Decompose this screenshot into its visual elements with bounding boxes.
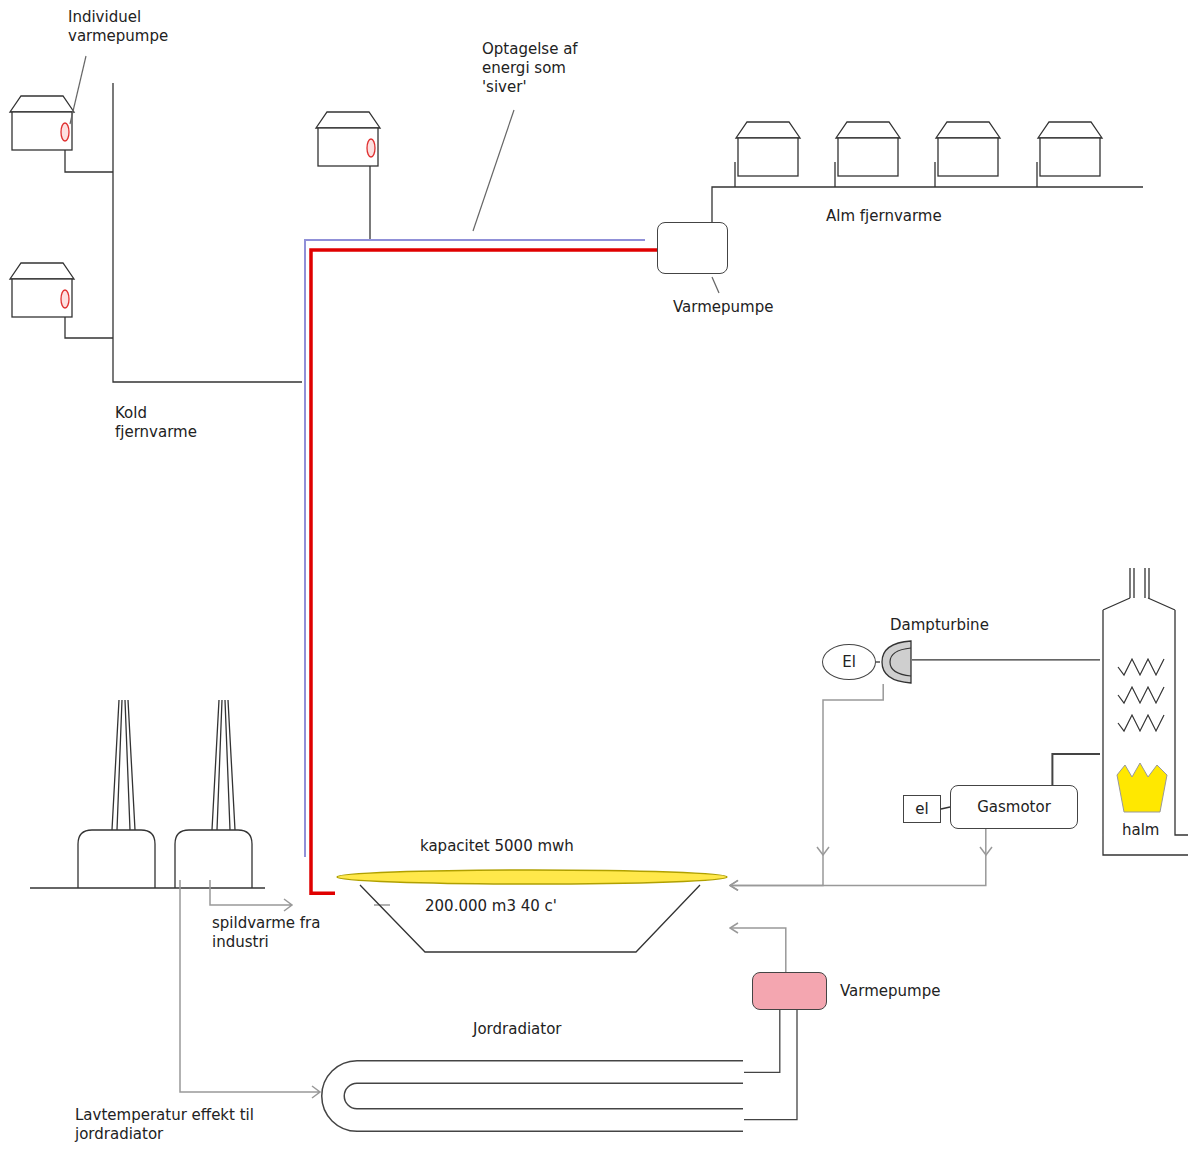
house-group: [10, 96, 1102, 317]
house-body: [12, 112, 72, 150]
node-text: el: [915, 800, 928, 818]
generator-box-shape: el: [903, 795, 941, 823]
house-roof: [836, 122, 900, 138]
individual-heat-pump: [367, 139, 375, 157]
heat-pump-box-shape: [657, 222, 728, 274]
annotation-label: Individuel varmepumpe: [68, 8, 178, 46]
leader-lines: [70, 56, 719, 293]
node-text: halm: [1122, 821, 1172, 839]
house-roof: [1038, 122, 1102, 138]
straw-boiler-shape: [1100, 595, 1188, 860]
node-text: kapacitet 5000 mwh: [420, 837, 640, 855]
ground-radiator: Jordradiator: [333, 1020, 803, 1145]
gas-engine-box: Gasmotor: [950, 785, 1078, 829]
generator-circle: El: [822, 644, 878, 682]
waste-heat-line: [374, 904, 390, 906]
storage-pit: kapacitet 5000 mwh 200.000 m3 40 c': [335, 835, 735, 957]
industry: [30, 700, 265, 888]
seepage-pipe: [305, 240, 645, 857]
exhaust-line: [1052, 754, 1100, 785]
node-text: Jordradiator: [473, 1020, 603, 1038]
factory-building: [175, 830, 252, 888]
pipe-network: [65, 83, 1143, 382]
house-roof: [736, 122, 800, 138]
house-pipe: [65, 317, 113, 338]
annotation-label: Kold fjernvarme: [115, 404, 210, 442]
chimney: [112, 700, 135, 830]
low-temp-arrow: [180, 880, 320, 1098]
leader-line: [70, 56, 86, 124]
ground-line: [30, 887, 265, 888]
brine-pipe: [743, 1010, 797, 1120]
straw-boiler-part: [1118, 659, 1164, 731]
gas-engine-box-shape: Gasmotor: [950, 785, 1078, 829]
heat-pump-box: Varmepumpe: [752, 972, 972, 1012]
house-pipe: [369, 166, 370, 240]
boiler-chimney: [1130, 568, 1149, 598]
individual-heat-pump: [61, 123, 69, 141]
straw-boiler: halm: [1100, 595, 1188, 860]
shaft-line: [876, 661, 880, 662]
supply-pipe: [311, 250, 657, 893]
house-roof: [10, 96, 74, 112]
house-body: [12, 279, 72, 317]
straw-boiler-part: [1103, 598, 1188, 855]
annotation-label: spildvarme fra industri: [212, 914, 347, 952]
generator-box: el: [903, 795, 941, 823]
house-roof: [936, 122, 1000, 138]
house-body: [1040, 138, 1100, 176]
cold-network-pipe: [113, 83, 302, 382]
steam-line: [912, 659, 1100, 660]
ground-radiator-shape: [333, 1056, 743, 1142]
node-text: Varmepumpe: [840, 982, 970, 1000]
brine-pipe: [743, 1010, 780, 1072]
straw-boiler-part: [1117, 763, 1167, 812]
house-roof: [316, 112, 380, 128]
chimney: [1130, 568, 1149, 598]
individual-heat-pump: [61, 290, 69, 308]
steam-turbine: Dampturbine: [878, 616, 988, 686]
annotation-label: Alm fjernvarme: [826, 207, 986, 226]
house-body: [318, 128, 378, 166]
shaft-line: [941, 807, 950, 809]
steam-turbine-part: [882, 641, 911, 683]
node-text: Dampturbine: [890, 616, 990, 634]
node-text: Varmepumpe: [673, 298, 803, 316]
house-body: [838, 138, 898, 176]
ground-radiator-part: [333, 1072, 744, 1120]
factory-building: [78, 830, 155, 888]
heat-pump-box: Varmepumpe: [655, 220, 805, 320]
house-pipe: [65, 150, 113, 172]
heat-pump-box-shape: [752, 972, 827, 1010]
node-text: 200.000 m3 40 c': [425, 897, 625, 915]
ground-radiator-part: [333, 1072, 743, 1120]
annotation-label: Lavtemperatur effekt til jordradiator: [75, 1106, 260, 1144]
generator-circle-shape: El: [822, 644, 876, 680]
heat-flow: [730, 928, 786, 972]
house-roof: [10, 263, 74, 279]
waste-heat-arrow: [210, 880, 292, 911]
heat-flow: [730, 684, 883, 885]
node-text: El: [842, 653, 856, 671]
steam-turbine-shape: [880, 640, 912, 684]
node-text: Gasmotor: [977, 798, 1051, 816]
chimney: [212, 700, 235, 830]
steam-turbine-part: [890, 648, 911, 676]
leader-line: [712, 277, 719, 293]
house-pipe: [735, 162, 1037, 187]
annotation-label: Optagelse af energi som 'siver': [482, 40, 612, 96]
house-body: [938, 138, 998, 176]
leader-line: [473, 110, 514, 231]
storage-pit-part: [337, 870, 727, 884]
storage-pit-part: [360, 885, 700, 952]
house-body: [738, 138, 798, 176]
heat-flow: [730, 829, 986, 885]
